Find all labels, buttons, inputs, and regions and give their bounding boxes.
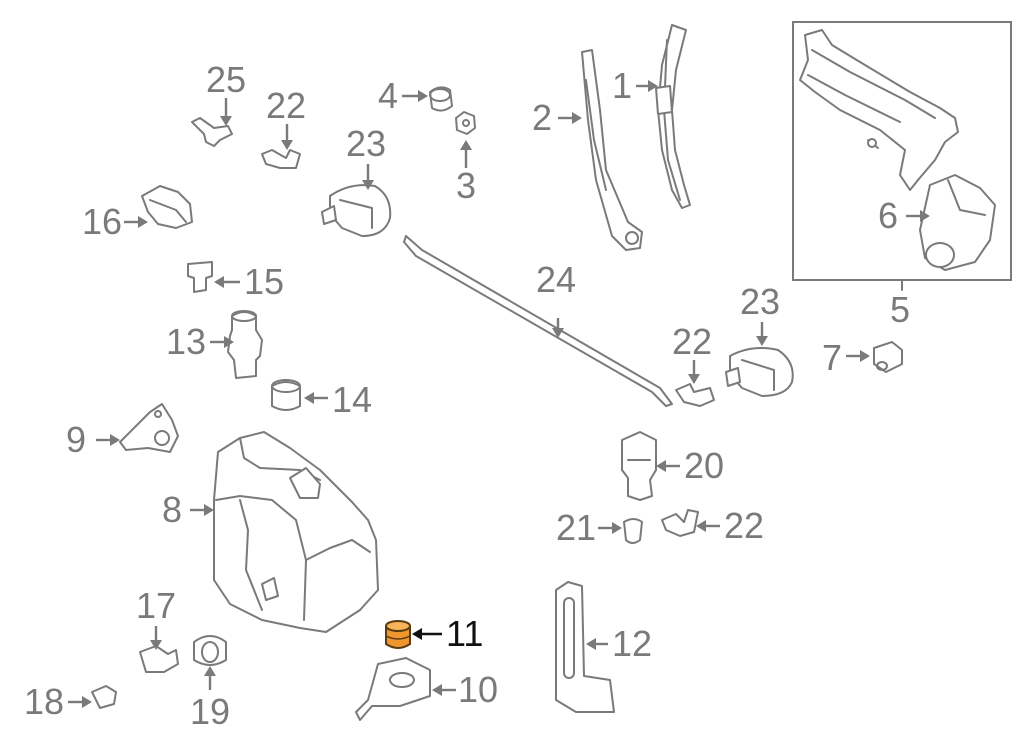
callout-8: 8	[162, 489, 183, 530]
pump-grommet	[623, 518, 643, 544]
callout-21: 21	[556, 507, 597, 548]
hose-tee	[191, 117, 233, 147]
mounting-bracket	[119, 403, 179, 453]
callout-4: 4	[378, 75, 399, 116]
wiper-linkage-motor	[799, 29, 996, 271]
callout-10: 10	[458, 669, 499, 710]
callout-17: 17	[136, 585, 177, 626]
callout-1: 1	[612, 65, 633, 106]
filler-neck	[227, 310, 263, 379]
callout-3: 3	[456, 165, 477, 206]
callout-14: 14	[332, 379, 373, 420]
cap	[429, 86, 453, 112]
callout-arrows	[68, 80, 930, 708]
callout-22-bottom: 22	[724, 505, 765, 546]
callout-12: 12	[612, 623, 653, 664]
callout-22-top: 22	[266, 85, 307, 126]
callout-23-right: 23	[740, 281, 781, 322]
callout-16: 16	[82, 201, 123, 242]
callout-22-mid: 22	[672, 321, 713, 362]
small-plug	[91, 685, 117, 709]
callout-19: 19	[190, 691, 231, 732]
callout-5: 5	[890, 289, 911, 330]
callout-13: 13	[166, 321, 207, 362]
callout-23-left: 23	[346, 123, 387, 164]
wiper-blade	[655, 24, 691, 209]
hose-connector-top	[261, 149, 301, 169]
highlighted-grommet	[385, 620, 411, 649]
washer-pump	[621, 431, 657, 501]
callout-2: 2	[532, 97, 553, 138]
seal-ring	[193, 635, 227, 666]
hose-connector-bottom	[661, 509, 699, 537]
callout-25: 25	[206, 59, 247, 100]
nut	[455, 111, 476, 135]
callout-20: 20	[684, 445, 725, 486]
callout-11: 11	[446, 613, 484, 654]
splash-shield	[555, 581, 615, 713]
callout-18: 18	[24, 681, 65, 722]
hose-connector-mid	[675, 383, 715, 407]
washer-nozzle-right	[725, 347, 794, 397]
washer-hose	[403, 235, 673, 407]
callout-24: 24	[536, 259, 577, 300]
clip-grommet	[873, 341, 903, 373]
wiper-arm	[581, 49, 643, 251]
callout-15: 15	[244, 261, 285, 302]
callout-7: 7	[822, 337, 843, 378]
callout-6: 6	[878, 195, 899, 236]
reservoir-bracket	[355, 657, 431, 721]
wiring-connector	[139, 645, 179, 673]
bracket-cap	[141, 185, 193, 229]
washer-nozzle-left	[321, 184, 392, 237]
washer-reservoir	[213, 431, 379, 633]
callout-9: 9	[66, 419, 87, 460]
grommet	[271, 379, 301, 411]
level-sensor	[187, 261, 213, 293]
